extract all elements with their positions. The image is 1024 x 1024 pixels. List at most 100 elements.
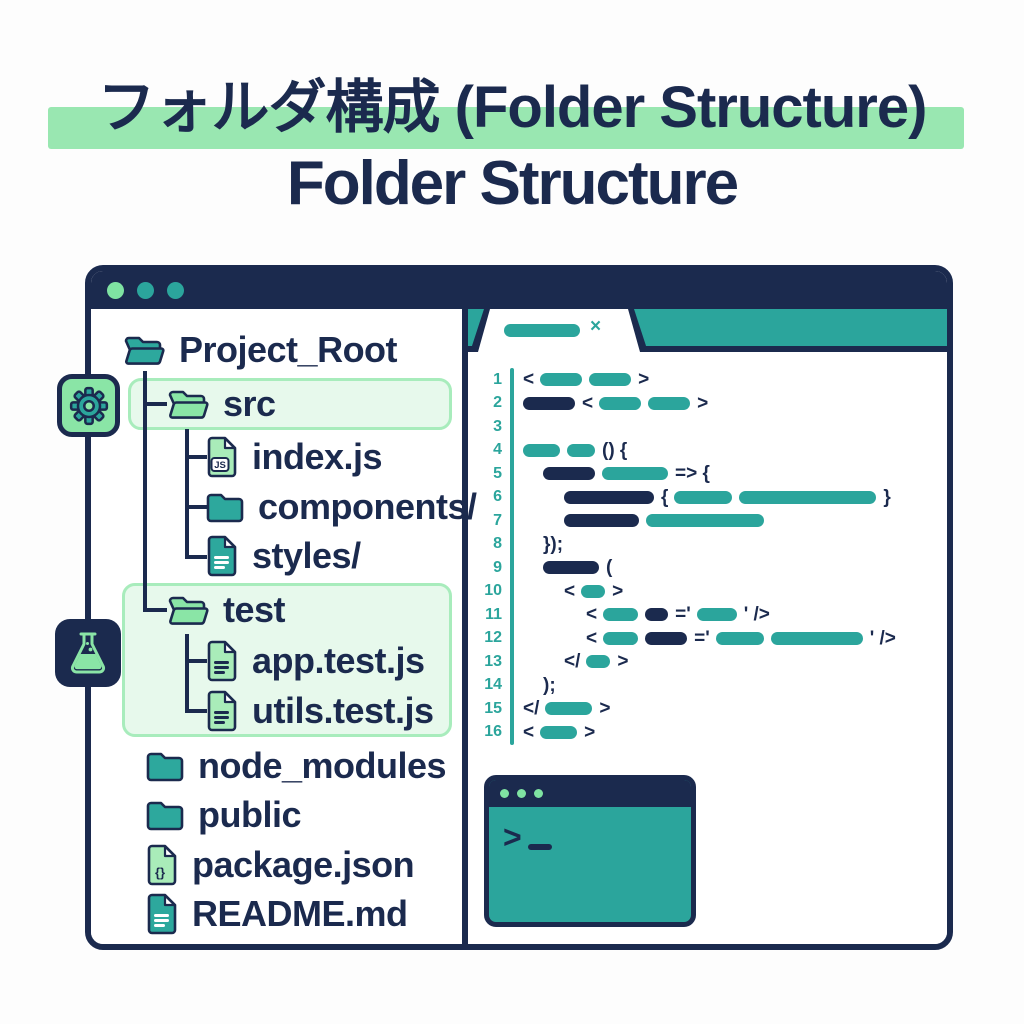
code-token-glyph: ' /> bbox=[743, 604, 770, 626]
line-number: 5 bbox=[493, 464, 502, 482]
open-folder-icon bbox=[124, 336, 165, 365]
tree-item-label: Project_Root bbox=[179, 329, 398, 370]
tree-item-label: README.md bbox=[192, 893, 408, 934]
tree-item-project-root[interactable]: Project_Root bbox=[121, 325, 398, 375]
code-token-pill bbox=[564, 490, 654, 504]
code-line: 11<='' /> bbox=[468, 603, 941, 627]
gear-icon[interactable] bbox=[57, 374, 120, 437]
tree-item-readme-md[interactable]: README.md bbox=[144, 889, 408, 939]
tree-item-components[interactable]: components/ bbox=[204, 482, 477, 532]
code-line: 2<> bbox=[468, 392, 941, 416]
code-token-glyph: < bbox=[582, 392, 594, 414]
code-line: 9( bbox=[468, 556, 941, 580]
json-file-icon: {} bbox=[147, 844, 177, 886]
code-token-pill bbox=[543, 467, 595, 481]
tree-connector bbox=[185, 505, 207, 509]
doc-file-icon bbox=[207, 690, 237, 732]
doc-file-icon bbox=[147, 893, 177, 935]
terminal-titlebar bbox=[489, 780, 691, 807]
line-number: 6 bbox=[493, 488, 502, 506]
line-number: 3 bbox=[493, 417, 502, 435]
test-highlight-box bbox=[122, 583, 452, 737]
tree-connector bbox=[143, 371, 147, 612]
code-token-glyph: < bbox=[564, 580, 576, 602]
title-highlight bbox=[48, 107, 964, 149]
tree-item-test[interactable]: test bbox=[165, 585, 286, 635]
code-token-pill bbox=[540, 725, 578, 739]
code-token-glyph: > bbox=[638, 369, 650, 391]
code-token-glyph: < bbox=[586, 627, 598, 649]
code-token-pill bbox=[599, 396, 642, 410]
code-token-pill bbox=[564, 514, 639, 528]
line-number: 11 bbox=[485, 605, 502, 623]
tree-connector bbox=[185, 634, 189, 713]
tree-item-label: components/ bbox=[258, 486, 477, 527]
code-token-pill bbox=[589, 373, 632, 387]
tree-item-label: app.test.js bbox=[252, 640, 425, 681]
code-token-glyph: () { bbox=[602, 439, 628, 461]
window-control-dot[interactable] bbox=[107, 281, 124, 299]
code-token-glyph: } bbox=[883, 486, 891, 508]
terminal-control-dot bbox=[517, 789, 526, 798]
line-number: 1 bbox=[493, 370, 502, 388]
tree-connector bbox=[185, 555, 207, 559]
code-token-pill bbox=[645, 608, 669, 622]
tree-item-utils-test-js[interactable]: utils.test.js bbox=[204, 686, 434, 736]
code-token-glyph: > bbox=[612, 580, 624, 602]
code-token-pill bbox=[602, 467, 668, 481]
code-token-glyph: ); bbox=[543, 674, 556, 696]
code-line: 12<='' /> bbox=[468, 627, 941, 651]
tree-item-styles[interactable]: styles/ bbox=[204, 531, 361, 581]
prompt-cursor-icon bbox=[527, 844, 552, 850]
tree-item-node-modules[interactable]: node_modules bbox=[144, 741, 447, 791]
doc-file-icon bbox=[207, 535, 237, 577]
code-token-glyph: < bbox=[523, 369, 535, 391]
code-line: 16<> bbox=[468, 721, 941, 745]
tree-item-index-js[interactable]: JS index.js bbox=[204, 432, 383, 482]
tree-item-app-test-js[interactable]: app.test.js bbox=[204, 636, 425, 686]
tree-item-label: index.js bbox=[252, 436, 383, 477]
code-token-glyph: { bbox=[661, 486, 669, 508]
code-token-glyph: =' bbox=[675, 604, 691, 626]
code-token-pill bbox=[567, 443, 595, 457]
code-token-glyph: </ bbox=[564, 651, 581, 673]
svg-text:JS: JS bbox=[214, 460, 226, 471]
code-token-pill bbox=[739, 490, 877, 504]
code-token-glyph: > bbox=[584, 721, 596, 743]
window-control-dot[interactable] bbox=[167, 281, 184, 299]
flask-icon[interactable] bbox=[55, 619, 121, 687]
tab-close-icon[interactable]: × bbox=[590, 316, 602, 337]
code-line: 14); bbox=[468, 674, 941, 698]
code-line: 13</> bbox=[468, 650, 941, 674]
file-tree-panel: Project_Root src JS index.js bbox=[91, 309, 477, 944]
prompt-arrow-icon: > bbox=[503, 819, 522, 855]
tree-item-public[interactable]: public bbox=[144, 790, 302, 840]
terminal-prompt: > bbox=[489, 807, 691, 853]
terminal-control-dot bbox=[500, 789, 509, 798]
tree-item-label: package.json bbox=[192, 844, 415, 885]
window-control-dot[interactable] bbox=[137, 281, 154, 299]
code-line: 1 < > bbox=[468, 368, 941, 392]
code-token-glyph: > bbox=[599, 698, 611, 720]
code-token-glyph: ' /> bbox=[869, 627, 896, 649]
code-line: 10 < > bbox=[468, 580, 941, 604]
tree-item-label: public bbox=[198, 794, 302, 835]
tab-title-pill bbox=[504, 324, 580, 337]
tree-connector bbox=[143, 608, 167, 612]
tree-item-label: src bbox=[223, 383, 276, 424]
line-number: 15 bbox=[484, 699, 502, 717]
code-token-pill bbox=[646, 514, 764, 528]
page-title: フォルダ構成 (Folder Structure) bbox=[97, 75, 928, 140]
terminal-window: > bbox=[484, 775, 696, 927]
code-token-pill bbox=[545, 702, 593, 716]
line-number: 14 bbox=[484, 676, 502, 694]
tree-item-package-json[interactable]: {} package.json bbox=[144, 840, 415, 890]
tree-item-src[interactable]: src bbox=[165, 379, 276, 429]
tree-connector bbox=[185, 429, 189, 559]
line-number: 10 bbox=[484, 582, 502, 600]
open-folder-icon bbox=[168, 596, 209, 625]
open-folder-icon bbox=[168, 390, 209, 419]
closed-folder-icon bbox=[206, 493, 244, 523]
